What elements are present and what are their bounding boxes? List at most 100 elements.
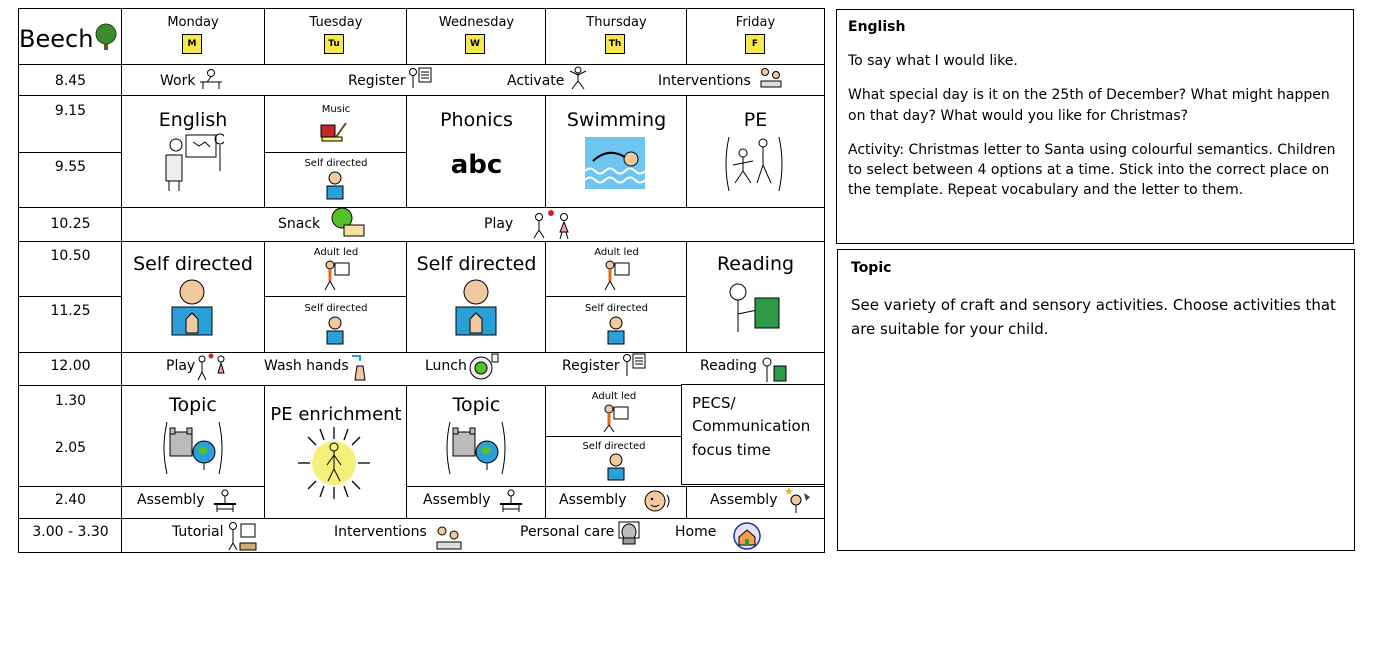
lunch-icon [469,353,499,380]
tuesday-badge-icon: Tu [324,34,344,54]
english-objective: To say what I would like. [848,53,1018,69]
assembly-speaking-icon [644,490,670,512]
interventions-icon [760,68,782,88]
topic-icon [163,421,223,475]
play-icon [533,210,569,240]
play-label: Play [484,216,514,232]
wash-hands-label: Wash hands [264,358,349,374]
time-915: 9.15 [54,103,87,119]
pecs-communication-box: PECS/ Communication focus time [681,384,825,485]
english-panel-title: English [848,19,906,35]
music-label: Music [321,104,351,115]
assembly-wednesday: Assembly [423,492,491,508]
assembly-star-icon: ★ [784,485,810,513]
thursday-badge-icon: Th [605,34,625,54]
music-icon [320,122,347,142]
self-directed-icon-2 [326,316,344,345]
register-label-2: Register [562,358,620,374]
english-questions: What special day is it on the 25th of De… [848,87,1330,124]
self-directed-icon [326,171,344,200]
interventions-label: Interventions [658,73,751,89]
time-955: 9.55 [54,159,87,175]
self-directed-label: Self directed [304,158,368,169]
class-name: Beech [19,25,94,53]
friday-badge-icon: F [745,34,765,54]
snack-icon [331,207,365,237]
pe-lesson: PE [743,109,768,131]
self-directed-wednesday: Self directed [416,253,537,275]
phonics-abc-icon: abc [450,150,503,180]
adult-led-label: Adult led [313,247,359,258]
time-1200: 12.00 [50,358,91,374]
time-205: 2.05 [54,440,87,456]
adult-led-icon-3 [603,404,629,433]
day-tuesday: Tuesday [309,15,363,30]
assembly-friday: Assembly [710,492,778,508]
pe-icon [725,136,783,192]
personal-care-icon [618,521,640,545]
activate-icon [569,66,587,90]
activate-label: Activate [507,73,565,89]
register-icon-2 [623,353,646,376]
wash-hands-icon [352,355,366,381]
reading-icon [729,283,780,332]
english-lesson: English [158,109,228,131]
reading-icon-small [762,357,787,382]
topic-description: See variety of craft and sensory activit… [851,296,1336,338]
topic-panel: Topic See variety of craft and sensory a… [837,249,1355,551]
home-label: Home [675,524,717,540]
reading-label: Reading [700,358,757,374]
tutorial-label: Tutorial [172,524,224,540]
self-directed-icon-4 [607,453,625,481]
pe-enrichment: PE enrichment [270,404,402,425]
interventions-label-2: Interventions [334,524,427,540]
phonics-lesson: Phonics [440,109,513,131]
self-directed-large-icon [171,279,213,336]
adult-led-label-2: Adult led [594,247,639,258]
self-directed-label-4: Self directed [582,441,646,452]
assembly-icon [214,489,236,512]
assembly-monday: Assembly [137,492,205,508]
topic-monday: Topic [169,394,217,416]
time-1125: 11.25 [50,303,91,319]
english-icon [165,133,224,191]
assembly-icon-2 [500,489,522,512]
wednesday-badge-icon: W [465,34,485,54]
time-1050: 10.50 [50,248,91,264]
english-activity: Activity: Christmas letter to Santa usin… [848,141,1336,199]
register-icon [409,67,432,88]
tree-icon [95,23,117,50]
topic-wednesday: Topic [452,394,501,416]
topic-panel-title: Topic [851,260,892,276]
adult-led-label-3: Adult led [591,391,637,402]
lunch-label: Lunch [425,358,467,374]
self-directed-large-icon-2 [455,279,497,336]
assembly-thursday: Assembly [559,492,627,508]
time-300: 3.00 - 3.30 [32,524,109,540]
day-friday: Friday [735,15,776,30]
topic-icon-2 [446,421,506,475]
swimming-icon [585,137,645,189]
day-thursday: Thursday [586,15,647,30]
work-label: Work [160,73,196,89]
personal-care-label: Personal care [520,524,615,540]
time-130: 1.30 [54,393,87,409]
pe-enrichment-sun-icon [298,427,370,499]
adult-led-icon-2 [604,260,630,291]
english-panel: English To say what I would like. What s… [836,9,1354,244]
register-label: Register [348,73,406,89]
time-845: 8.45 [54,73,87,89]
tutorial-icon [228,522,257,551]
interventions-icon-2 [436,526,462,550]
timetable [18,8,825,553]
self-directed-monday: Self directed [133,253,253,275]
self-directed-label-2: Self directed [304,303,368,314]
home-icon [733,522,761,550]
svg-text:★: ★ [784,485,794,498]
work-icon [200,69,222,89]
time-240: 2.40 [54,492,87,508]
time-1025: 10.25 [50,216,91,232]
day-wednesday: Wednesday [438,15,515,30]
self-directed-icon-3 [607,316,625,345]
play-icon-2 [197,353,225,381]
